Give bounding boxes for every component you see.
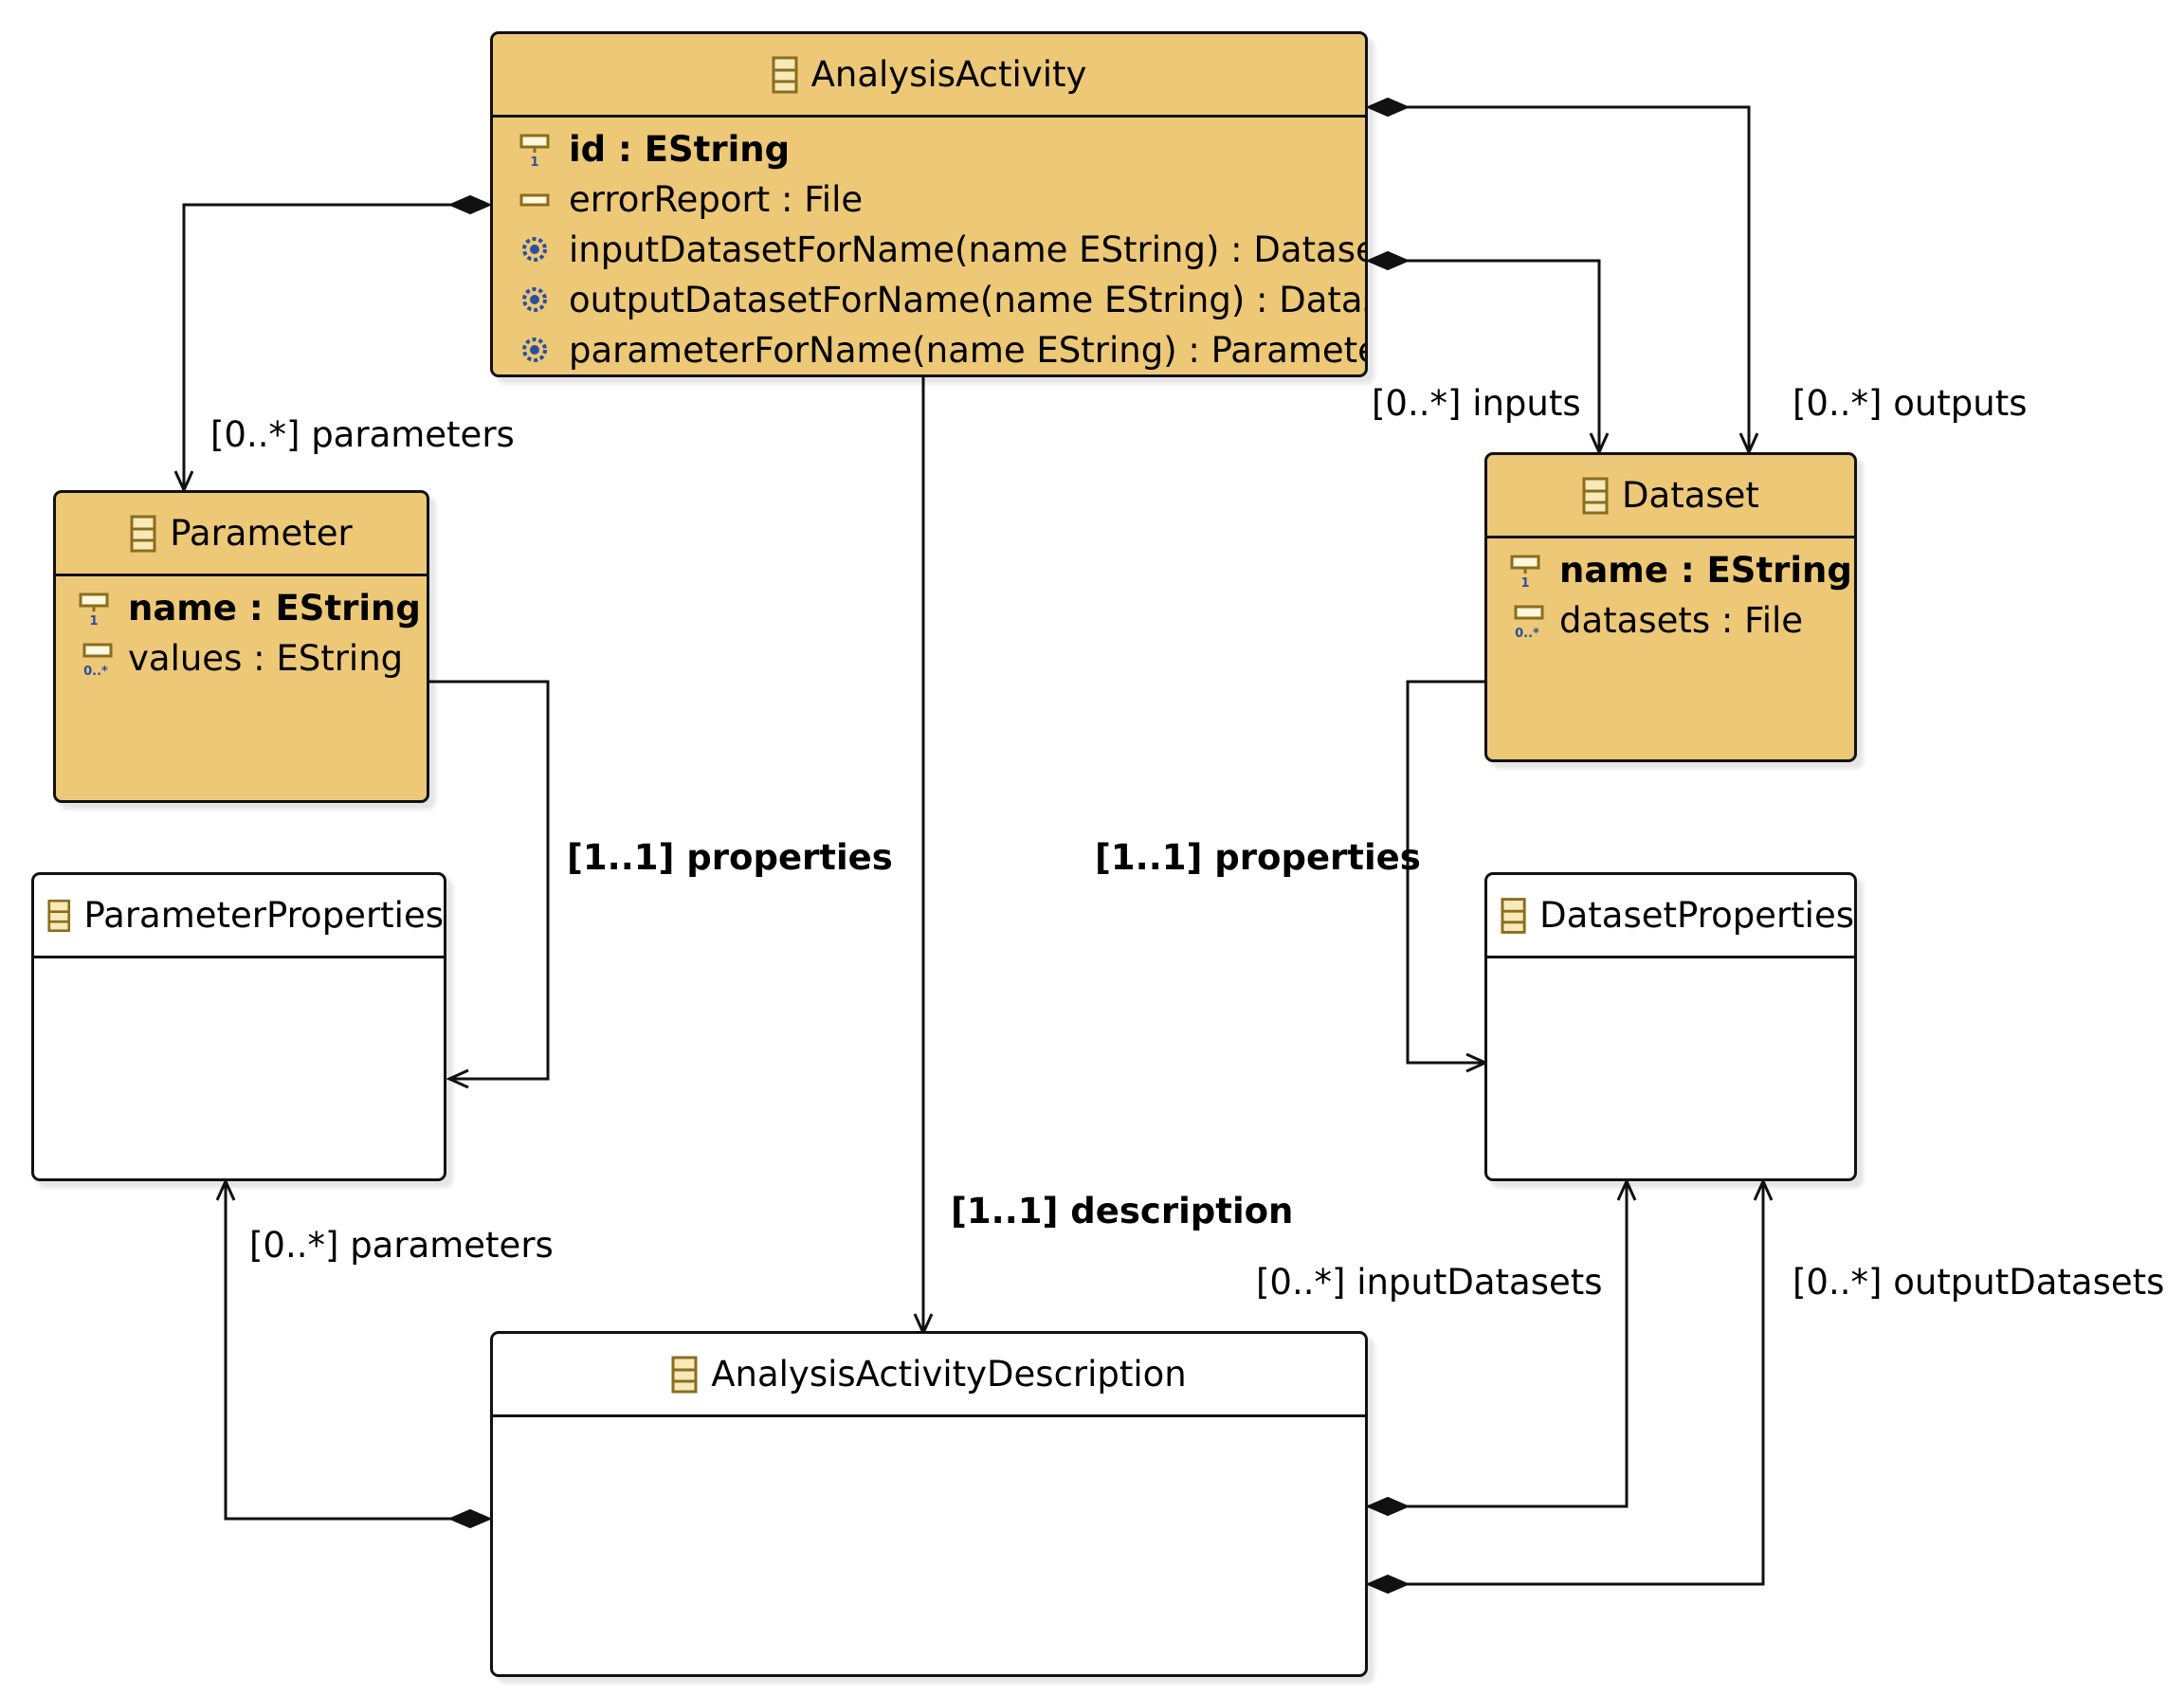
class-dataset-properties[interactable]: DatasetProperties xyxy=(1484,872,1857,1181)
edge-activity-parameters xyxy=(184,203,488,490)
svg-text:1: 1 xyxy=(1520,576,1529,589)
composition-diamond xyxy=(447,1508,493,1529)
class-header: AnalysisActivity xyxy=(493,34,1365,118)
id-attribute-icon: 1 xyxy=(1510,555,1540,589)
edge-description-input-datasets xyxy=(1366,1181,1627,1508)
edge-description-output-datasets xyxy=(1366,1181,1763,1586)
svg-text:1: 1 xyxy=(530,155,538,168)
eclass-icon xyxy=(130,515,156,552)
feature-text: datasets : File xyxy=(1559,599,1804,641)
svg-text:1: 1 xyxy=(89,614,98,627)
class-parameter-properties[interactable]: ParameterProperties xyxy=(31,872,446,1181)
operation-icon xyxy=(522,287,547,312)
class-name: ParameterProperties xyxy=(83,895,445,936)
edge-label-dataset-properties: [1..1] properties xyxy=(1095,837,1421,878)
eclass-icon xyxy=(671,1356,698,1393)
class-dataset[interactable]: Dataset 1 name : EString 0..* datasets :… xyxy=(1484,452,1857,762)
feature-text: name : EString xyxy=(128,587,421,629)
many-attribute-icon: 0..* xyxy=(82,643,113,677)
class-header: ParameterProperties xyxy=(34,875,444,958)
feature-text: inputDatasetForName(name EString) : Data… xyxy=(569,228,1368,270)
feature-row[interactable]: 1 name : EString xyxy=(1508,545,1852,594)
feature-text: id : EString xyxy=(569,128,791,170)
class-header: Parameter xyxy=(56,493,427,576)
operation-icon xyxy=(522,337,547,362)
composition-diamond xyxy=(1365,1574,1410,1595)
eclass-icon xyxy=(772,56,798,93)
edge-label-parameters: [0..*] parameters xyxy=(210,414,515,455)
edge-label-inputs: [0..*] inputs xyxy=(1372,383,1581,424)
class-name: Parameter xyxy=(170,513,353,554)
svg-text:0..*: 0..* xyxy=(83,665,108,677)
edge-label-input-datasets: [0..*] inputDatasets xyxy=(1256,1262,1603,1303)
feature-text: name : EString xyxy=(1559,549,1852,591)
edge-activity-outputs xyxy=(1393,105,1749,452)
feature-text: parameterForName(name EString) : Paramet… xyxy=(569,329,1368,371)
edge-label-parameter-properties: [1..1] properties xyxy=(567,837,893,878)
edge-label-description: [1..1] description xyxy=(951,1191,1294,1231)
eclass-icon xyxy=(47,899,71,932)
edge-description-parameters xyxy=(226,1181,488,1521)
composition-diamond xyxy=(1365,1496,1410,1517)
feature-row[interactable]: inputDatasetForName(name EString) : Data… xyxy=(518,225,1368,274)
eclass-icon xyxy=(1582,477,1609,514)
feature-row[interactable]: 1 name : EString xyxy=(77,583,421,632)
edge-label-outputs: [0..*] outputs xyxy=(1793,383,2028,424)
feature-row[interactable]: 0..* datasets : File xyxy=(1508,595,1803,645)
composition-diamond xyxy=(1365,97,1410,118)
feature-row[interactable]: 1 id : EString xyxy=(518,124,790,173)
feature-text: values : EString xyxy=(128,637,404,679)
eclass-icon xyxy=(1501,897,1526,934)
edge-parameter-properties xyxy=(429,680,550,1079)
class-analysis-activity-description[interactable]: AnalysisActivityDescription xyxy=(490,1331,1368,1677)
edge-label-description-parameters: [0..*] parameters xyxy=(249,1225,554,1266)
feature-row[interactable]: errorReport : File xyxy=(518,174,863,224)
many-attribute-icon: 0..* xyxy=(1514,605,1544,639)
class-header: AnalysisActivityDescription xyxy=(493,1334,1365,1417)
edge-label-output-datasets: [0..*] outputDatasets xyxy=(1793,1262,2165,1303)
composition-diamond xyxy=(447,194,493,215)
attribute-icon xyxy=(519,193,550,207)
feature-row[interactable]: parameterForName(name EString) : Paramet… xyxy=(518,325,1368,374)
class-header: Dataset xyxy=(1487,455,1854,538)
id-attribute-icon: 1 xyxy=(79,593,109,627)
id-attribute-icon: 1 xyxy=(519,134,550,168)
edge-activity-inputs xyxy=(1393,259,1599,452)
class-parameter[interactable]: Parameter 1 name : EString 0..* values :… xyxy=(53,490,429,803)
composition-diamond xyxy=(1365,250,1410,271)
class-name: Dataset xyxy=(1622,475,1759,516)
class-name: DatasetProperties xyxy=(1539,895,1854,936)
feature-text: outputDatasetForName(name EString) : Dat… xyxy=(569,279,1368,320)
operation-icon xyxy=(522,237,547,262)
class-analysis-activity[interactable]: AnalysisActivity 1 id : EString errorRep… xyxy=(490,31,1368,377)
feature-text: errorReport : File xyxy=(569,178,864,220)
feature-row[interactable]: 0..* values : EString xyxy=(77,633,403,683)
svg-text:0..*: 0..* xyxy=(1515,627,1539,639)
class-name: AnalysisActivity xyxy=(810,54,1087,95)
class-name: AnalysisActivityDescription xyxy=(711,1354,1187,1395)
edge-dataset-properties xyxy=(1406,680,1485,1063)
feature-row[interactable]: outputDatasetForName(name EString) : Dat… xyxy=(518,275,1368,324)
class-header: DatasetProperties xyxy=(1487,875,1854,958)
